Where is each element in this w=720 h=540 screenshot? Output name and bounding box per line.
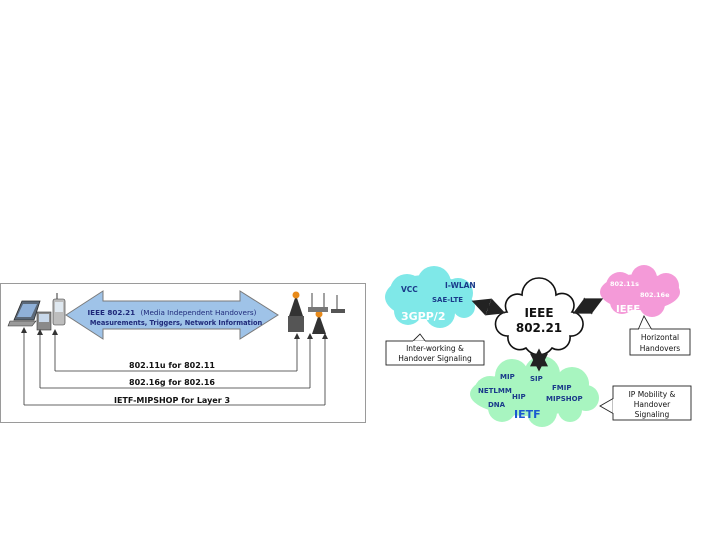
horizontal-line1: Horizontal (641, 333, 679, 342)
interworking-line2: Handover Signaling (398, 354, 472, 363)
callout-interworking: Inter-working & Handover Signaling (385, 333, 485, 366)
ieee-cloud-label: IEEE (616, 304, 640, 315)
ipmobility-line2: Handover (634, 400, 671, 409)
vcc-label: VCC (401, 285, 418, 294)
connecting-arrows (471, 297, 604, 372)
connector-arrowheads (21, 327, 328, 339)
arrow-subtitle: Measurements, Triggers, Network Informat… (90, 319, 263, 327)
80211s-label: 802.11s (610, 280, 639, 288)
ieee-80221-ecosystem-diagram: VCC I-WLAN SAE-LTE 3GPP/2 802.11s 802.16… (385, 265, 692, 427)
ietf-label: IETF (514, 408, 541, 421)
connector-lines (23, 331, 326, 406)
row-80211u-label: 802.11u for 802.11 (129, 361, 215, 370)
horizontal-line2: Handovers (640, 344, 680, 353)
interworking-line1: Inter-working & (406, 344, 464, 353)
dna-label: DNA (488, 401, 506, 409)
arrow-title-main: IEEE 802.21 (88, 308, 136, 317)
3gpp-label: 3GPP/2 (401, 310, 445, 323)
row-80216g-label: 802.16g for 802.16 (129, 378, 215, 387)
hip-label: HIP (512, 393, 526, 401)
double-headed-arrow (65, 290, 279, 340)
mobile-devices-icon (7, 293, 66, 331)
mip-label: MIP (500, 373, 515, 381)
arrow-title-sub: (Media Independent Handovers) (140, 308, 256, 317)
mipshop-label: MIPSHOP (546, 395, 583, 403)
ieee-cloud: 802.11s 802.16e IEEE (600, 265, 680, 317)
sip-label: SIP (530, 375, 543, 383)
media-independent-handover-diagram: IEEE 802.21 (Media Independent Handovers… (0, 283, 366, 423)
callout-ip-mobility: IP Mobility & Handover Signaling (599, 385, 692, 421)
ieee-80221-center-cloud: IEEE 802.21 (494, 277, 584, 356)
center-ieee-label: IEEE (524, 306, 553, 320)
fmip-label: FMIP (552, 384, 571, 392)
center-80221-label: 802.21 (516, 321, 562, 335)
iwlan-label: I-WLAN (445, 281, 476, 290)
80216e-label: 802.16e (640, 291, 670, 299)
ipmobility-line3: Signaling (635, 410, 670, 419)
row-ietf-mipshop-label: IETF-MIPSHOP for Layer 3 (114, 396, 230, 405)
sae-lte-label: SAE-LTE (432, 296, 463, 304)
wireless-access-point-icon (308, 293, 345, 313)
callout-horizontal-handovers: Horizontal Handovers (629, 314, 691, 356)
ietf-cloud: MIP SIP FMIP NETLMM HIP MIPSHOP DNA IETF (470, 356, 599, 427)
ipmobility-line1: IP Mobility & (629, 390, 676, 399)
netlmm-label: NETLMM (478, 387, 512, 395)
svg-text:IEEE 802.21 (Media Indepen: IEEE 802.21 (Media Independent Handovers… (88, 308, 257, 317)
base-station-icon (288, 291, 326, 334)
3gpp-cloud: VCC I-WLAN SAE-LTE 3GPP/2 (385, 266, 476, 328)
